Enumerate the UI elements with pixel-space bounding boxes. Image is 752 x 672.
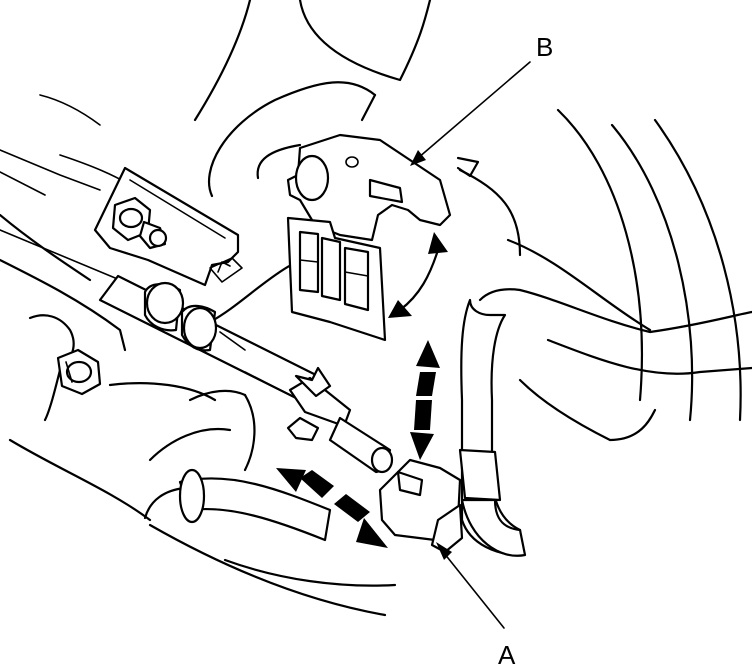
mounting-bracket <box>93 166 243 287</box>
callout-label-a: A <box>498 640 516 670</box>
horizontal-arrow <box>276 468 388 548</box>
lower-hose <box>148 427 332 542</box>
bolt-upper <box>111 196 168 250</box>
bolt-lower <box>56 348 102 396</box>
callout-label-b: B <box>536 32 553 62</box>
leader-line-b <box>410 61 531 166</box>
connector-b <box>286 133 452 342</box>
hose-assembly-a <box>378 298 527 557</box>
fuel-pipe <box>98 274 320 402</box>
connector-clip <box>286 366 394 474</box>
vertical-arrow <box>410 340 440 460</box>
engine-body-outlines <box>0 0 752 617</box>
leader-line-a <box>436 542 505 629</box>
rotation-arrow <box>388 232 448 318</box>
